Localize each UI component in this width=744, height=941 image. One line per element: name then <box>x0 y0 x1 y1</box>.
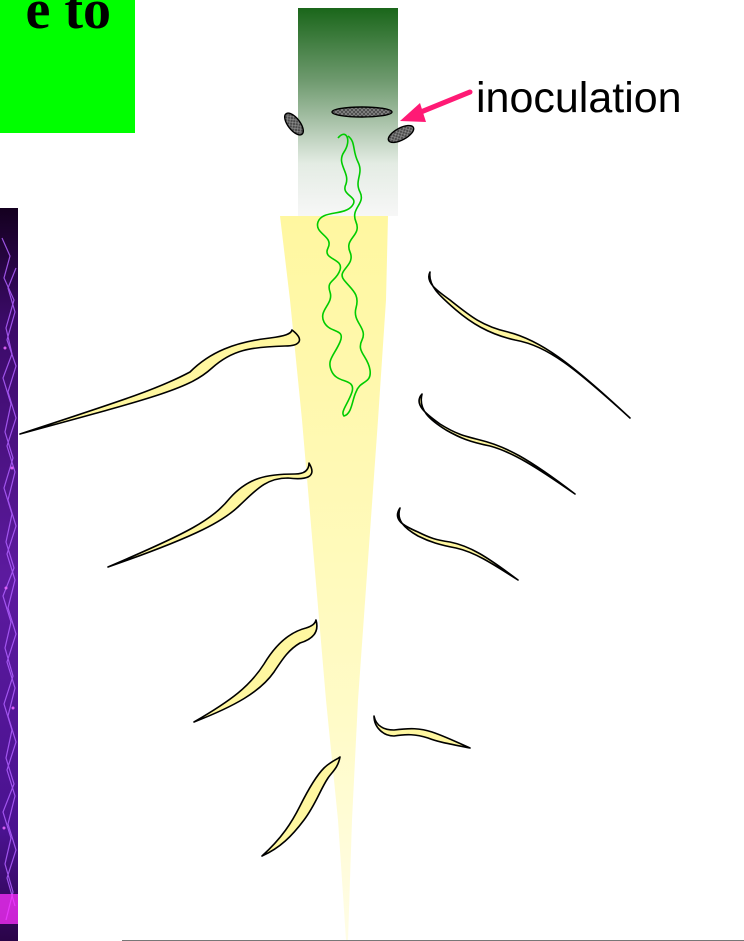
lateral-root <box>194 620 317 722</box>
lateral-root <box>20 330 299 434</box>
lateral-root <box>419 394 575 494</box>
lateral-root <box>397 508 518 580</box>
lateral-root <box>108 463 312 567</box>
inoculation-arrow-head <box>400 103 426 122</box>
lateral-root <box>429 272 630 418</box>
main-root <box>280 216 388 940</box>
inoculum-plug <box>332 107 392 117</box>
inoculation-label: inoculation <box>476 74 682 123</box>
lateral-root <box>262 757 340 856</box>
lateral-root <box>374 716 470 748</box>
inoculation-arrow <box>416 92 470 114</box>
